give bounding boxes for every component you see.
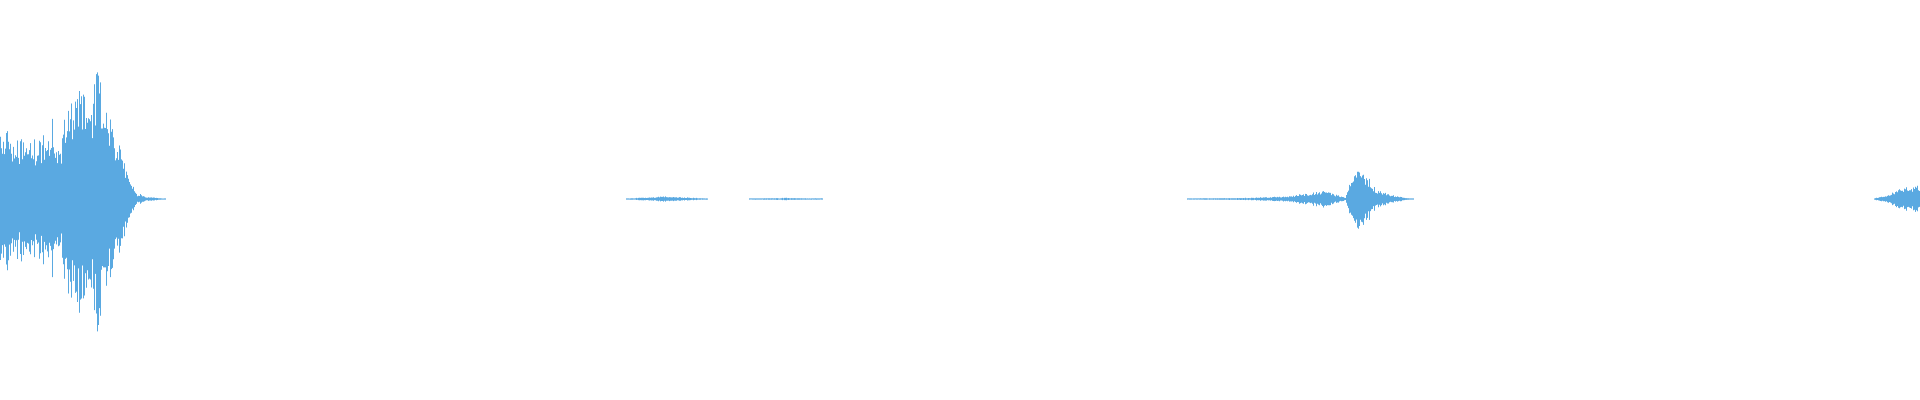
waveform-clips bbox=[0, 72, 1920, 332]
waveform-clip-5 bbox=[1874, 185, 1920, 212]
waveform-clip-2 bbox=[626, 196, 708, 202]
waveform-clip-3 bbox=[749, 197, 823, 201]
waveform-clip-4 bbox=[1187, 171, 1414, 229]
waveform-clip-1 bbox=[0, 72, 166, 332]
